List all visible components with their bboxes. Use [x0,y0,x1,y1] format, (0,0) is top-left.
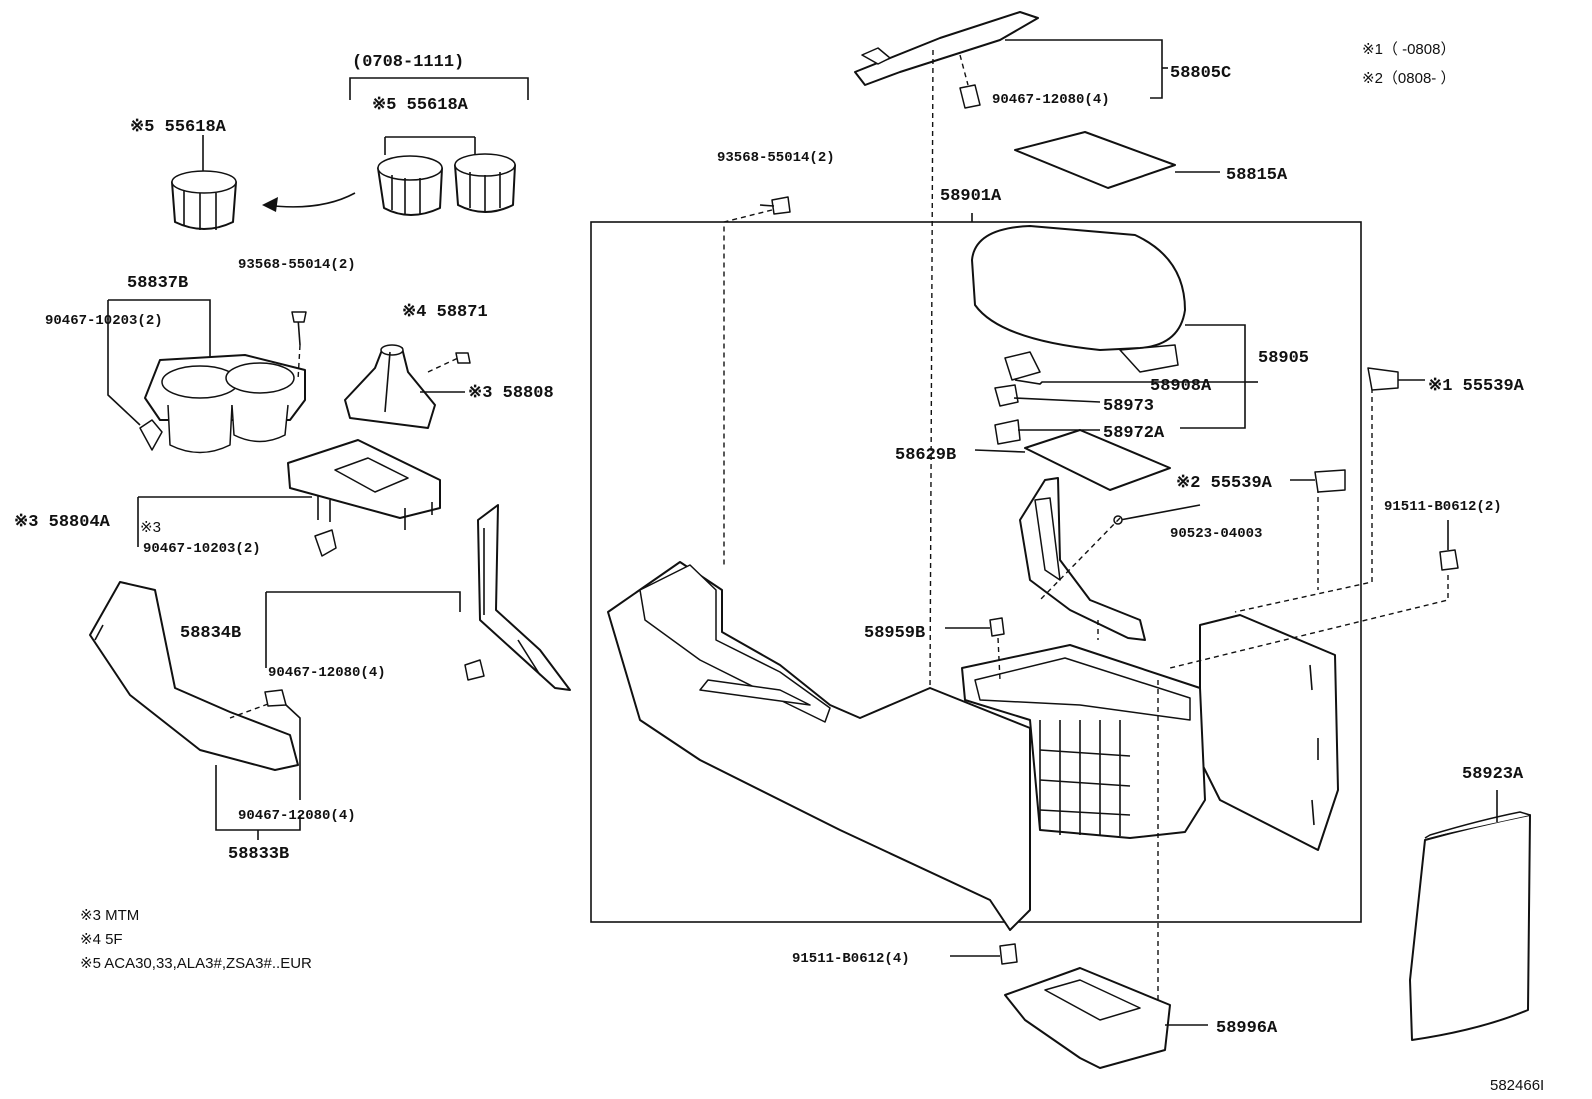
label-58901a: 58901A [940,187,1002,206]
label-58923a: 58923A [1462,765,1524,784]
label-58959b: 58959B [864,624,925,643]
pad-58815a [1014,131,1220,189]
bracket-0708 [349,77,529,155]
label-55539a-1: ※1 55539A [1428,377,1525,396]
label-90467-10203-b: 90467-10203(2) [143,541,261,557]
shift-panel-58804a [137,439,441,557]
label-58805c: 58805C [1170,64,1231,83]
side-panel-58834b [265,504,571,691]
label-55618a-left: ※5 55618A [130,118,227,137]
label-58833b: 58833B [228,845,289,864]
label-90467-12080-c: 90467-12080(4) [992,92,1110,108]
label-58834b: 58834B [180,624,241,643]
label-90467-10203-a: 90467-10203(2) [45,313,163,329]
label-58815a: 58815A [1226,166,1288,185]
label-58804a: ※3 58804A [14,513,111,532]
label-58905: 58905 [1258,349,1309,368]
top-cover-58805c [854,11,1168,691]
bracket-58996a [950,943,1208,1069]
label-93568-mid: 93568-55014(2) [717,150,835,166]
label-90467-12080-a: 90467-12080(4) [268,665,386,681]
label-58808: ※3 58808 [468,384,554,403]
label-58972a: 58972A [1103,424,1165,443]
label-58837b: 58837B [127,274,188,293]
label-58996a: 58996A [1216,1019,1278,1038]
label-55618a-top: ※5 55618A [372,96,469,115]
label-93568-left: 93568-55014(2) [238,257,356,273]
main-console [607,196,1449,1010]
label-90523: 90523-04003 [1170,526,1262,542]
cap-55539a-2 [1314,469,1346,493]
cup-holder-single [171,135,237,230]
arrow-curve [264,192,356,208]
label-58804a-sub: ※3 [140,519,161,536]
image-code: 582466I [1490,1077,1544,1094]
footnote-3: ※3 MTM [80,907,139,924]
legend-note-1: ※1（ -0808） [1362,41,1455,58]
label-0708-1111: (0708-1111) [352,53,464,72]
label-91511-bottom: 91511-B0612(4) [792,951,910,967]
arrow-head [262,197,278,212]
label-58629b: 58629B [895,446,956,465]
cup-tray-58837b [107,299,307,454]
end-panel-58923a [1409,790,1531,1041]
assembly-frame [590,221,1362,923]
cup-holder-pair [377,153,516,216]
cap-55539a-1 [1367,367,1399,391]
label-91511-right: 91511-B0612(2) [1384,499,1502,515]
footnote-5: ※5 ACA30,33,ALA3#,ZSA3#..EUR [80,955,312,972]
label-58871: ※4 58871 [402,303,488,322]
bolt-91511-right [1439,520,1459,571]
label-90467-12080-b: 90467-12080(4) [238,808,356,824]
label-58908a: 58908A [1150,377,1212,396]
side-panel-58833b [89,581,301,840]
label-55539a-2: ※2 55539A [1176,474,1273,493]
label-58973: 58973 [1103,397,1154,416]
shift-boot-58808 [344,344,471,429]
footnote-4: ※4 5F [80,931,123,948]
legend-note-2: ※2（0808- ） [1362,70,1455,87]
